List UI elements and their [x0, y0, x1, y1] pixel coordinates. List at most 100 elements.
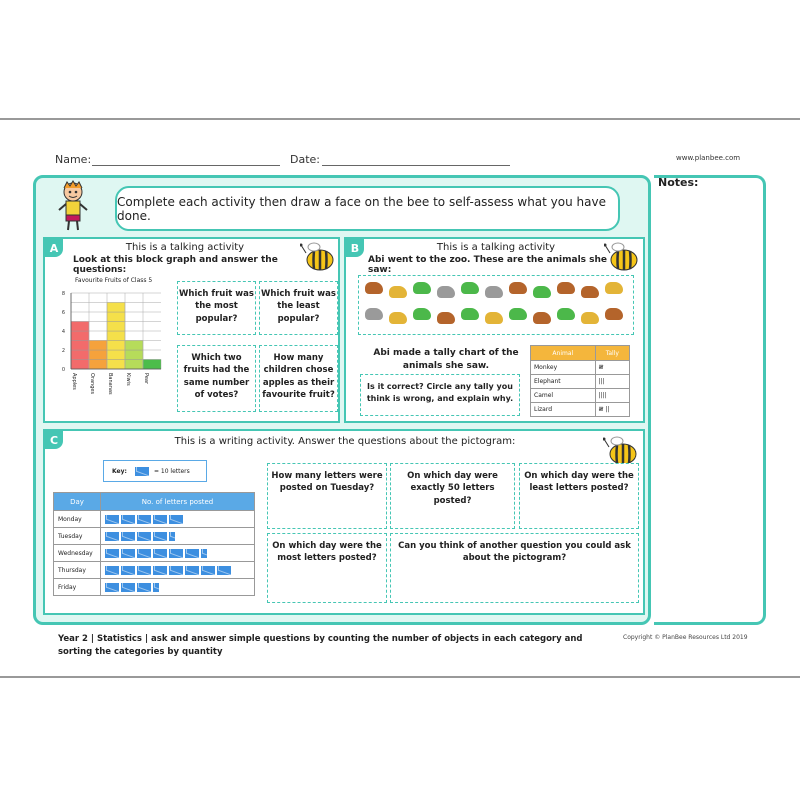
- camel-icon: [485, 312, 503, 324]
- monkey-icon: [509, 282, 527, 294]
- bar-block: [106, 330, 126, 341]
- question-c1: How many letters were posted on Tuesday?: [267, 463, 387, 529]
- question-a2: Which fruit was the least popular?: [259, 281, 338, 335]
- monkey-icon: [581, 286, 599, 298]
- panel-a-title: This is a talking activity: [125, 242, 245, 253]
- tally-intro: Abi made a tally chart of the animals sh…: [373, 348, 519, 371]
- pictogram-letters: [100, 510, 255, 528]
- envelope-icon: [169, 514, 183, 524]
- camel-icon: [605, 282, 623, 294]
- bar-block: [88, 359, 108, 370]
- bar-block: [106, 321, 126, 332]
- lizard-icon: [533, 286, 551, 298]
- monkey-icon: [605, 308, 623, 320]
- envelope-icon: [153, 565, 167, 575]
- envelope-icon: [105, 548, 119, 558]
- pictogram-letters: [100, 561, 255, 579]
- child-character-icon: [58, 180, 88, 231]
- envelope-icon: [185, 548, 199, 558]
- x-tick-label: Bananas: [107, 373, 113, 395]
- bar-block: [124, 359, 144, 370]
- worksheet: Name: Date: www.planbee.com Notes: Compl…: [0, 118, 800, 678]
- elephant-icon: [365, 308, 383, 320]
- bar-block: [70, 359, 90, 370]
- envelope-icon: [137, 548, 151, 558]
- notes-area[interactable]: [654, 175, 766, 625]
- bar-block: [106, 302, 126, 313]
- bar-block: [88, 349, 108, 360]
- elephant-icon: [485, 286, 503, 298]
- instruction-bubble: Complete each activity then draw a face …: [115, 186, 620, 231]
- pictogram-row: Thursday: [53, 561, 255, 579]
- bar-block: [70, 340, 90, 351]
- bar-block: [142, 359, 162, 370]
- pictogram-day: Monday: [53, 510, 101, 528]
- envelope-icon: [153, 514, 167, 524]
- tally-row: Camel||||: [530, 388, 631, 403]
- copyright-text: Copyright © PlanBee Resources Ltd 2019: [623, 634, 748, 641]
- envelope-icon: [137, 514, 151, 524]
- envelope-icon: [121, 548, 135, 558]
- bar-block: [106, 311, 126, 322]
- pictogram-letters: [100, 544, 255, 562]
- bee-icon: [604, 242, 638, 271]
- pictogram-day: Wednesday: [53, 544, 101, 562]
- bar-block: [70, 321, 90, 332]
- monkey-icon: [533, 312, 551, 324]
- envelope-icon: [121, 531, 135, 541]
- question-a1: Which fruit was the most popular?: [177, 281, 256, 335]
- notes-label: Notes:: [658, 176, 699, 189]
- panel-b-title: This is a talking activity: [436, 242, 556, 253]
- lizard-icon: [461, 308, 479, 320]
- x-tick-label: Kiwis: [125, 373, 131, 386]
- panel-b: B This is a talking activity Abi went to…: [344, 237, 645, 423]
- panel-c-tag: C: [45, 431, 63, 449]
- lizard-icon: [413, 308, 431, 320]
- envelope-icon: [185, 565, 199, 575]
- question-c4: On which day were the most letters poste…: [267, 533, 387, 603]
- website-text: www.planbee.com: [676, 154, 741, 162]
- pictogram-letters: [100, 527, 255, 545]
- pictogram-row: Wednesday: [53, 544, 255, 562]
- envelope-icon: [137, 531, 151, 541]
- x-tick-label: Oranges: [89, 373, 95, 395]
- envelope-icon: [217, 565, 231, 575]
- date-field[interactable]: [322, 165, 510, 166]
- date-label: Date:: [290, 153, 320, 166]
- x-tick-label: Pear: [143, 373, 149, 385]
- envelope-icon: [134, 466, 149, 476]
- camel-icon: [389, 286, 407, 298]
- bar-block: [70, 349, 90, 360]
- tally-header-tally: Tally: [594, 345, 631, 361]
- question-c5: Can you think of another question you co…: [390, 533, 639, 603]
- envelope-icon: [121, 514, 135, 524]
- pictogram-row: Friday: [53, 578, 255, 596]
- panel-a-subtitle: Look at this block graph and answer the …: [73, 255, 278, 275]
- question-c3: On which day were the least letters post…: [519, 463, 639, 529]
- tally-header-animal: Animal: [530, 345, 596, 361]
- monkey-icon: [365, 282, 383, 294]
- y-tick-label: 0: [62, 367, 65, 373]
- envelope-icon: [105, 531, 119, 541]
- name-field[interactable]: [92, 165, 280, 166]
- half-envelope-icon: [201, 548, 207, 558]
- animal-picture-box: [358, 275, 634, 335]
- bar-block: [124, 340, 144, 351]
- instruction-text: Complete each activity then draw a face …: [117, 194, 606, 223]
- key-value: = 10 letters: [153, 467, 190, 475]
- pict-header-day: Day: [53, 492, 101, 511]
- pictogram-letters: [100, 578, 255, 596]
- bar-block: [124, 349, 144, 360]
- half-envelope-icon: [169, 531, 175, 541]
- question-b1: Is it correct? Circle any tally you thin…: [360, 374, 520, 416]
- lizard-icon: [461, 282, 479, 294]
- envelope-icon: [121, 582, 135, 592]
- panel-a-tag: A: [45, 239, 63, 257]
- question-c2: On which day were exactly 50 letters pos…: [390, 463, 515, 529]
- panel-b-tag: B: [346, 239, 364, 257]
- bar-block: [106, 359, 126, 370]
- y-tick-label: 6: [62, 310, 65, 316]
